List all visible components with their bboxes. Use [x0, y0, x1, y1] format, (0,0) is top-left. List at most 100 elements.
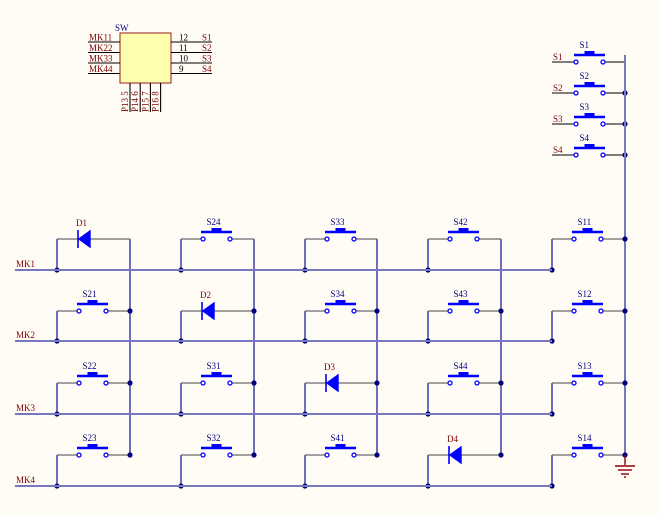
switch-pin — [351, 236, 357, 242]
chip-pin-number: 10 — [179, 54, 189, 64]
matrix-cell: S24 — [178, 217, 254, 273]
switch-s4[interactable]: S4 — [573, 133, 606, 158]
switch-s33[interactable]: S33 — [324, 217, 357, 242]
chip-pin-net-label: MK44 — [89, 64, 113, 74]
switch-s14[interactable]: S14 — [571, 433, 604, 458]
chip-bottom-pin-label: P13 5 — [120, 91, 130, 112]
junction-dot — [251, 308, 257, 314]
matrix-cell: S32 — [178, 433, 257, 489]
row-net-label: MK3 — [16, 403, 36, 413]
switch-button-cap — [335, 444, 346, 448]
switch-s42[interactable]: S42 — [447, 217, 480, 242]
chip-pin-net-label: MK11 — [89, 33, 112, 43]
switch-pin — [447, 236, 453, 242]
matrix-cell: S12 — [549, 289, 628, 344]
switch-pin — [324, 452, 330, 458]
junction-dot — [498, 308, 504, 314]
switch-button-cap — [335, 228, 346, 232]
chip-pin-number: 9 — [179, 64, 184, 74]
switch-designator: S44 — [454, 361, 469, 371]
switch-pin — [447, 380, 453, 386]
switch-s23[interactable]: S23 — [76, 433, 109, 458]
switch-pin — [600, 59, 606, 65]
switch-s12[interactable]: S12 — [571, 289, 604, 314]
switch-s43[interactable]: S43 — [447, 289, 480, 314]
switch-designator: S2 — [580, 71, 590, 81]
matrix-cell: S31 — [178, 361, 257, 417]
switch-s1[interactable]: S1 — [573, 40, 606, 65]
switch-button-cap — [584, 113, 595, 117]
junction-dot — [498, 452, 504, 458]
switch-button-cap — [458, 300, 469, 304]
chip-pin-net-label: S1 — [202, 33, 212, 43]
switch-button-cap — [584, 144, 595, 148]
switch-pin — [351, 452, 357, 458]
chip-bottom-pin-label: P14 6 — [130, 91, 140, 112]
chip-pin-net-label: S3 — [202, 54, 212, 64]
switch-pin — [227, 452, 233, 458]
switch-button-cap — [582, 300, 593, 304]
matrix-cell: S23 — [54, 433, 133, 489]
switch-pin — [474, 380, 480, 386]
switch-designator: S43 — [454, 289, 469, 299]
switch-pin — [200, 236, 206, 242]
matrix-cell: S34 — [302, 289, 380, 344]
switch-button-cap — [87, 444, 98, 448]
switch-s44[interactable]: S44 — [447, 361, 480, 386]
chip-pin-net-label: S2 — [202, 43, 212, 53]
switch-pin — [103, 380, 109, 386]
switch-button-cap — [458, 228, 469, 232]
diode-d2[interactable]: D2 — [200, 290, 215, 321]
switch-button-cap — [211, 444, 222, 448]
matrix-cell: D2 — [178, 290, 257, 344]
switch-s31[interactable]: S31 — [200, 361, 233, 386]
diode-designator: D2 — [200, 290, 211, 300]
switch-s32[interactable]: S32 — [200, 433, 233, 458]
switch-designator: S4 — [580, 133, 590, 143]
switch-pin — [200, 452, 206, 458]
switch-s22[interactable]: S22 — [76, 361, 109, 386]
junction-dot — [127, 308, 133, 314]
switch-designator: S3 — [580, 102, 590, 112]
switch-pin — [573, 59, 579, 65]
switch-s21[interactable]: S21 — [76, 289, 109, 314]
junction-dot — [127, 452, 133, 458]
switch-button-cap — [584, 51, 595, 55]
diode-d4[interactable]: D4 — [447, 434, 462, 465]
junction-dot — [498, 380, 504, 386]
switch-pin — [571, 308, 577, 314]
junction-dot — [251, 380, 257, 386]
row-net-label: MK2 — [16, 330, 35, 340]
switch-designator: S13 — [578, 361, 593, 371]
switch-s2[interactable]: S2 — [573, 71, 606, 96]
switch-s41[interactable]: S41 — [324, 433, 357, 458]
switch-pin — [600, 121, 606, 127]
chip-pin-number: 12 — [179, 33, 188, 43]
switch-s34[interactable]: S34 — [324, 289, 357, 314]
switch-button-cap — [211, 228, 222, 232]
switch-designator: S31 — [207, 361, 221, 371]
switch-s13[interactable]: S13 — [571, 361, 604, 386]
switch-button-cap — [582, 444, 593, 448]
switch-s11[interactable]: S11 — [571, 217, 604, 242]
switch-pin — [571, 452, 577, 458]
switch-s24[interactable]: S24 — [200, 217, 233, 242]
switch-button-cap — [584, 82, 595, 86]
diode-triangle — [325, 373, 339, 393]
diode-triangle — [201, 301, 215, 321]
switch-button-cap — [582, 372, 593, 376]
switch-button-cap — [582, 228, 593, 232]
switch-designator: S14 — [578, 433, 593, 443]
diode-d1[interactable]: D1 — [76, 218, 91, 249]
switch-button-cap — [87, 300, 98, 304]
switch-s3[interactable]: S3 — [573, 102, 606, 127]
junction-dot — [622, 236, 628, 242]
switch-designator: S33 — [331, 217, 346, 227]
diode-d3[interactable]: D3 — [324, 362, 339, 393]
diode-designator: D4 — [447, 434, 458, 444]
junction-dot — [127, 380, 133, 386]
switch-pin — [598, 308, 604, 314]
matrix-cell: S21 — [54, 289, 133, 344]
